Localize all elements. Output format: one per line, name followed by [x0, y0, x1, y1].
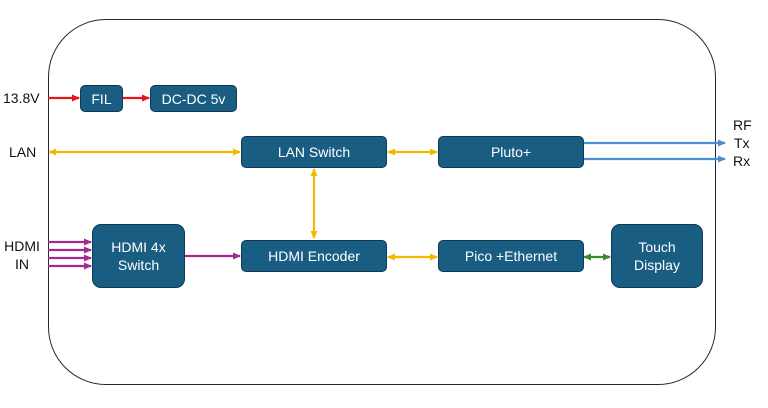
- hdmi-in-label: HDMI IN: [4, 238, 40, 272]
- touch-display-block: Touch Display: [611, 224, 703, 288]
- fil-block: FIL: [80, 85, 123, 112]
- rf-label: RF: [733, 117, 752, 133]
- pico-ethernet-block: Pico +Ethernet: [438, 240, 584, 272]
- hdmi-switch-block: HDMI 4x Switch: [92, 224, 185, 288]
- pluto-block: Pluto+: [438, 136, 584, 168]
- rx-label: Rx: [733, 153, 751, 169]
- lan-label: LAN: [9, 144, 37, 160]
- enclosure-outline: [48, 19, 716, 385]
- dcdc-block: DC-DC 5v: [150, 85, 237, 112]
- power-input-label: 13.8V: [3, 90, 40, 106]
- tx-label: Tx: [734, 135, 750, 151]
- lan-switch-block: LAN Switch: [241, 136, 387, 168]
- hdmi-encoder-block: HDMI Encoder: [241, 240, 387, 272]
